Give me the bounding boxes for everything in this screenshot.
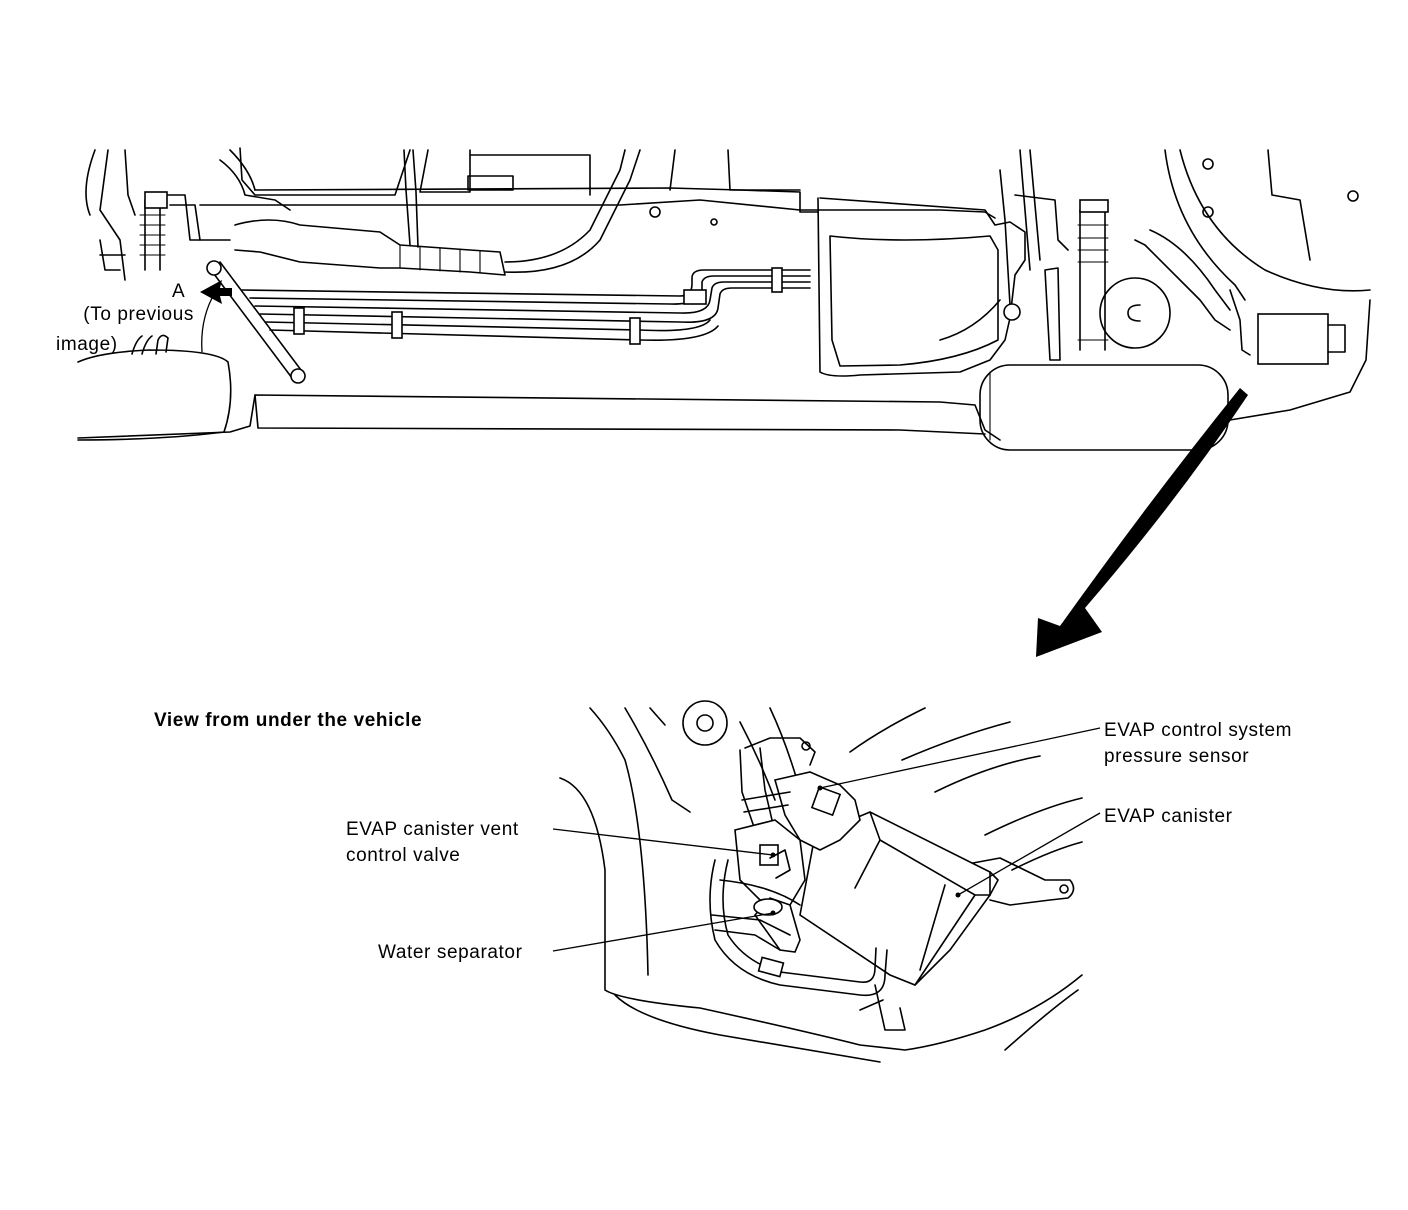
detail-view-drawing [559, 700, 1083, 1063]
callout-water-separator: Water separator [378, 942, 523, 963]
callout-pressure-sensor-line2: pressure sensor [1104, 746, 1250, 767]
underbody-overview [77, 147, 1371, 451]
point-a-label: A [172, 281, 186, 302]
previous-image-note-line1: (To previous [83, 304, 194, 325]
callout-canister: EVAP canister [1104, 806, 1233, 827]
callout-pressure-sensor-line1: EVAP control system [1104, 720, 1293, 741]
callout-vent-valve-line2: control valve [346, 845, 461, 866]
previous-image-note-line2: image) [56, 334, 118, 355]
detail-pointer-arrow [1036, 388, 1248, 657]
callout-leaders [552, 727, 1101, 952]
detail-view-caption: View from under the vehicle [154, 710, 423, 731]
callout-vent-valve-line1: EVAP canister vent [346, 819, 519, 840]
